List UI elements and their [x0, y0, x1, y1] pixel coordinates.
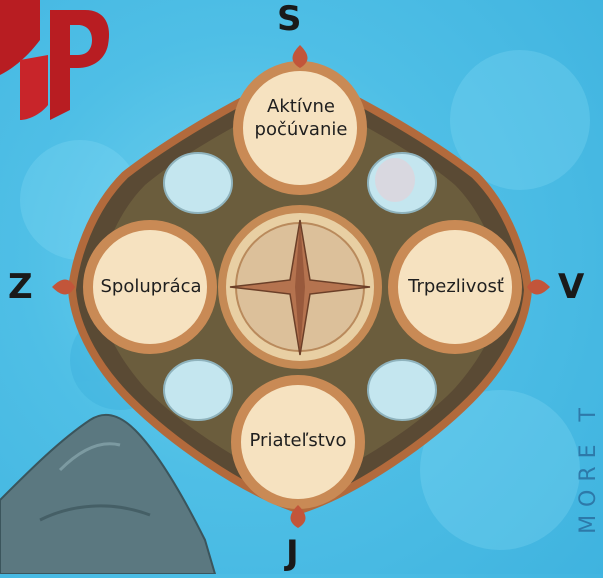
center-compass — [222, 209, 378, 365]
virtue-label-patience: Trpezlivosť — [381, 276, 531, 299]
direction-west-label: Z — [8, 270, 33, 304]
direction-south-label: J — [286, 536, 299, 570]
virtue-label-active-listening: Aktívne počúvanie — [226, 96, 376, 141]
title-fragment — [0, 0, 109, 120]
direction-east-label: V — [558, 270, 584, 304]
direction-north-label: S — [277, 2, 302, 36]
virtue-label-friendship: Priateľstvo — [223, 430, 373, 453]
virtue-label-cooperation: Spolupráca — [76, 276, 226, 299]
sea-label: MORE T — [576, 400, 601, 534]
